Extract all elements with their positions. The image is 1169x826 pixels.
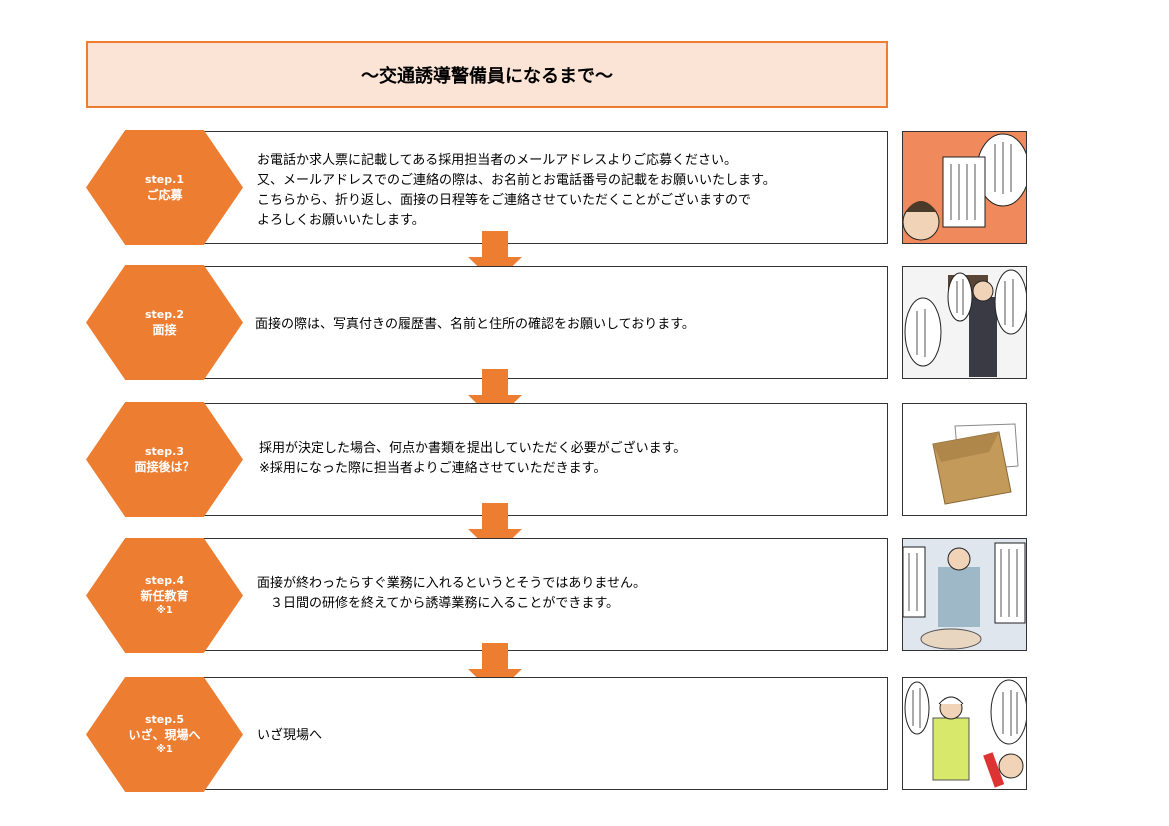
step-5-illustration [902,677,1027,790]
step-1-box: お電話か求人票に記載してある採用担当者のメールアドレスよりご応募ください。 又、… [168,131,888,244]
step-3-name: 面接後は？ [134,460,195,474]
step-1-label: step.1 [145,173,184,186]
step-4-name: 新任教育 [140,589,189,603]
step-5-label: step.5 [145,713,184,726]
step-2-name: 面接 [152,323,177,337]
step-4-illustration [902,538,1027,651]
step-2-box: 面接の際は、写真付きの履歴書、名前と住所の確認をお願いしております。 [168,266,888,379]
step-4-hexagon-icon: step.4 新任教育 ※1 [86,538,243,653]
step-4-label: step.4 [145,574,184,587]
step-3-text: 採用が決定した場合、何点か書類を提出していただく必要がございます。 ※採用になっ… [259,441,687,476]
step-1-illustration [902,131,1027,244]
step-5-text: いざ現場へ [257,728,323,743]
step-5-note: ※1 [156,744,173,755]
page-title-text: 〜交通誘導警備員になるまで〜 [361,65,613,87]
step-3-label: step.3 [145,445,184,458]
step-4-text: 面接が終わったらすぐ業務に入れるというとそうではありません。 ３日間の研修を終え… [257,576,646,611]
step-3-box: 採用が決定した場合、何点か書類を提出していただく必要がございます。 ※採用になっ… [168,403,888,516]
step-5-hexagon-icon: step.5 いざ、現場へ ※1 [86,677,243,792]
step-5-name: いざ、現場へ [128,728,201,742]
step-5-box: いざ現場へ [168,677,888,790]
step-4-box: 面接が終わったらすぐ業務に入れるというとそうではありません。 ３日間の研修を終え… [168,538,888,651]
step-2-text: 面接の際は、写真付きの履歴書、名前と住所の確認をお願いしております。 [255,317,695,332]
page-title: 〜交通誘導警備員になるまで〜 [86,41,888,108]
step-3-illustration [902,403,1027,516]
step-1-hexagon-icon: step.1 ご応募 [86,130,243,245]
step-2-label: step.2 [145,308,184,321]
step-2-illustration [902,266,1027,379]
step-1-name: ご応募 [146,188,183,202]
step-4-note: ※1 [156,605,173,616]
step-1-text: お電話か求人票に記載してある採用担当者のメールアドレスよりご応募ください。 又、… [257,153,776,228]
